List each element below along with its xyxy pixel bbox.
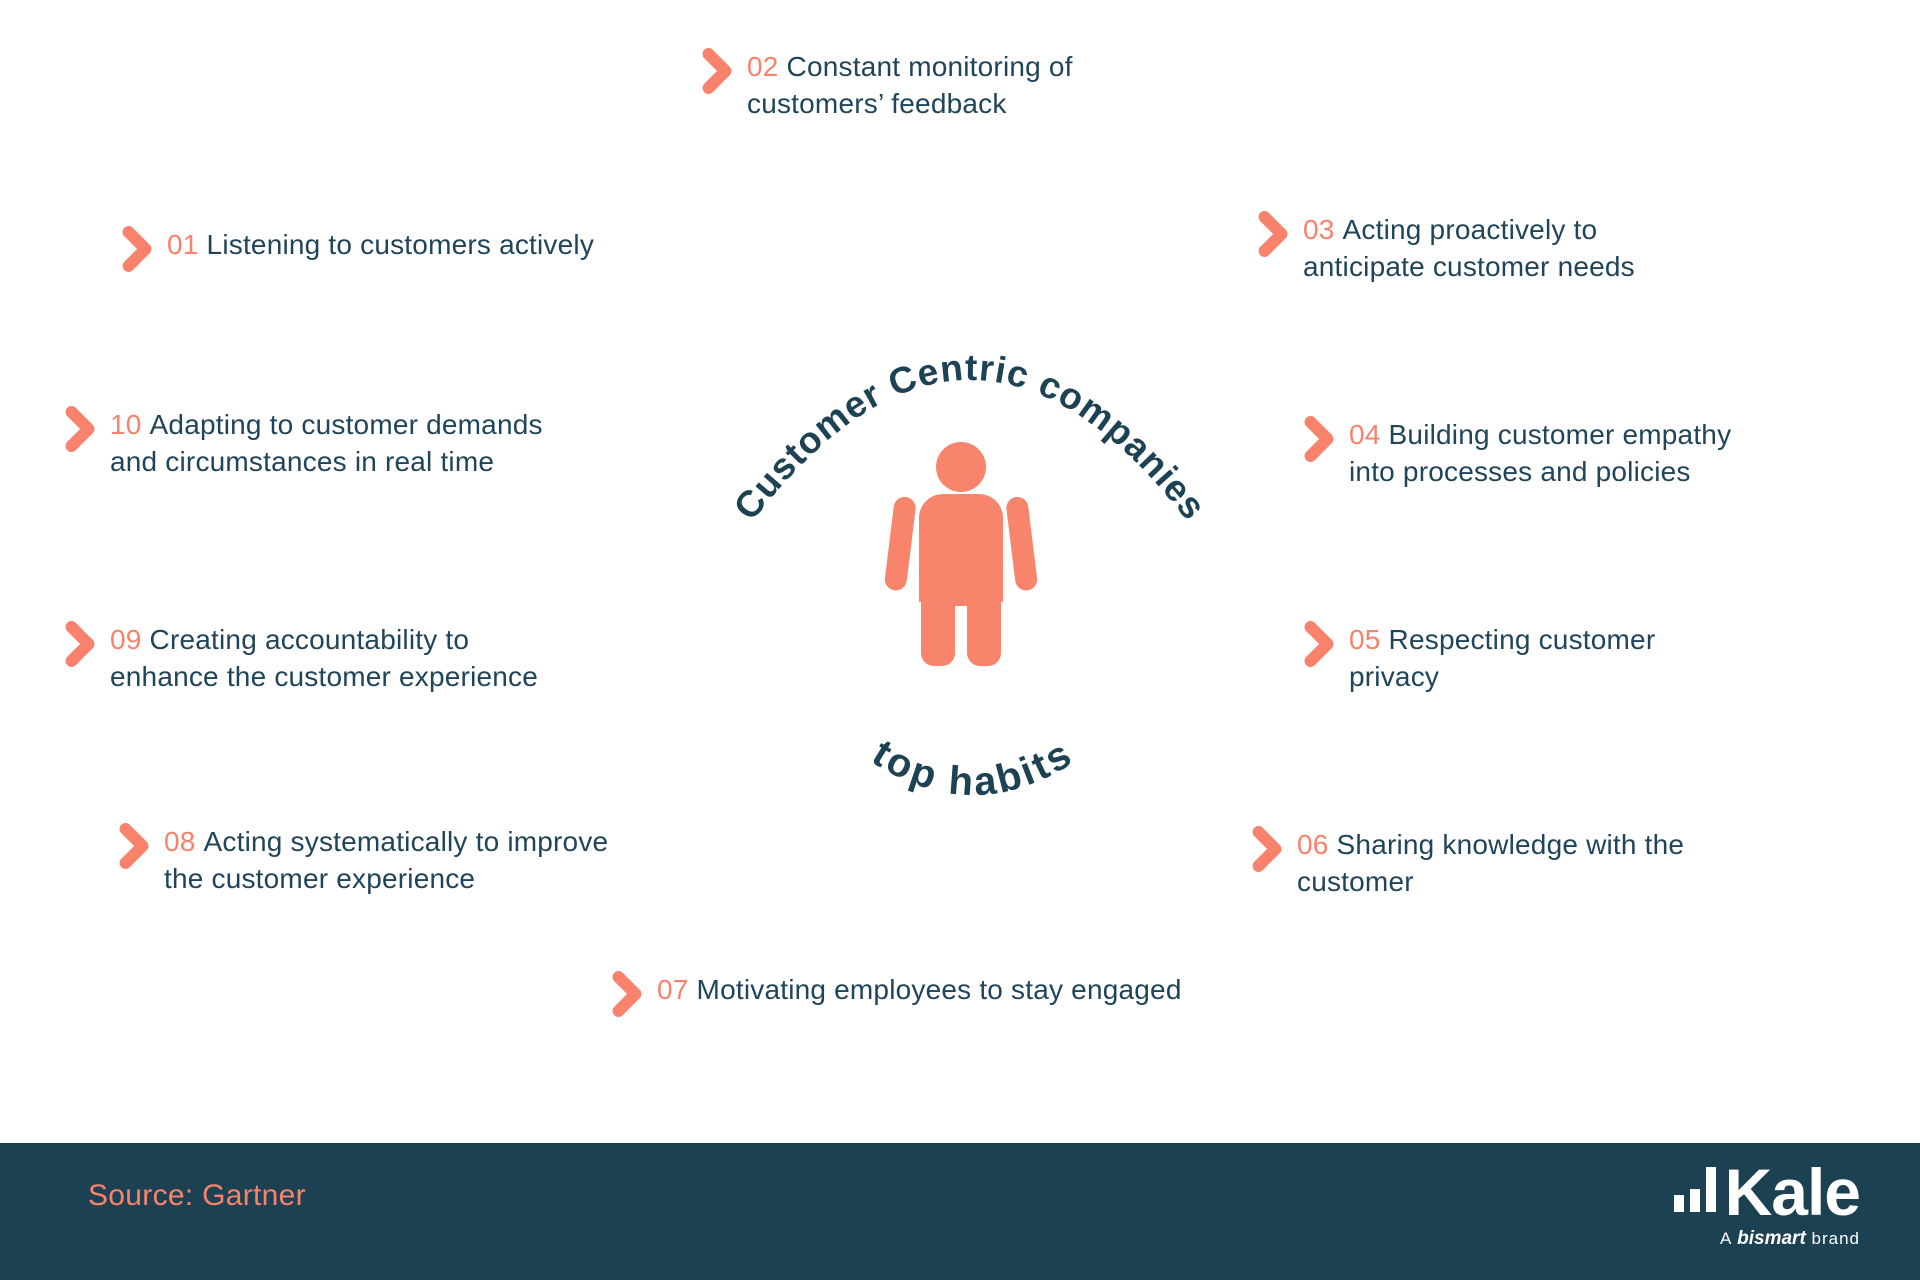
habit-number: 07 xyxy=(657,974,689,1005)
bar-chart-icon xyxy=(1673,1167,1716,1212)
chevron-right-icon xyxy=(122,226,152,272)
chevron-right-icon xyxy=(1304,416,1334,462)
habit-number: 05 xyxy=(1349,624,1381,655)
habit-text: Listening to customers actively xyxy=(206,229,595,260)
habit-number: 10 xyxy=(110,409,142,440)
kale-logo: Kale A bismart brand xyxy=(1673,1155,1861,1250)
habit-text: Motivating employees to stay engaged xyxy=(696,974,1182,1005)
chevron-right-icon xyxy=(119,823,149,869)
habit-number: 06 xyxy=(1297,829,1329,860)
tagline-suffix: brand xyxy=(1811,1229,1860,1248)
logo-wordmark: Kale xyxy=(1724,1155,1861,1229)
habit-text: Constant monitoring of customers’ feedba… xyxy=(747,51,1073,119)
habit-number: 09 xyxy=(110,624,142,655)
chevron-right-icon xyxy=(1304,621,1334,667)
habit-number: 02 xyxy=(747,51,779,82)
chevron-right-icon xyxy=(1252,826,1282,872)
habit-text: Creating accountability to enhance the c… xyxy=(110,624,539,692)
person-icon xyxy=(884,442,1038,666)
logo-tagline: A bismart brand xyxy=(1674,1228,1860,1250)
habit-number: 01 xyxy=(167,229,199,260)
habit-text: Sharing knowledge with the customer xyxy=(1297,829,1685,897)
tagline-brand: bismart xyxy=(1737,1228,1806,1249)
habit-text: Acting systematically to improve the cus… xyxy=(164,826,609,894)
chevron-right-icon xyxy=(65,621,95,667)
habit-number: 03 xyxy=(1303,214,1335,245)
habit-text: Acting proactively to anticipate custome… xyxy=(1303,214,1635,282)
footer: Source: Gartner Kale A bismart brand xyxy=(0,1143,1920,1280)
habit-text: Respecting customer privacy xyxy=(1349,624,1656,692)
chevron-right-icon xyxy=(702,48,732,94)
center-graphic: Customer Centric companies top habits xyxy=(726,347,1214,805)
chevron-right-icon xyxy=(1258,211,1288,257)
habit-number: 04 xyxy=(1349,419,1381,450)
habit-number: 08 xyxy=(164,826,196,857)
tagline-prefix: A xyxy=(1720,1229,1732,1248)
source-credit: Source: Gartner xyxy=(88,1179,306,1212)
svg-text:top habits: top habits xyxy=(865,731,1081,805)
habit-text: Building customer empathy into processes… xyxy=(1349,419,1732,487)
chevron-right-icon xyxy=(65,406,95,452)
habit-text: Adapting to customer demands and circums… xyxy=(110,409,543,477)
arc-subtitle: top habits xyxy=(865,731,1078,805)
chevron-right-icon xyxy=(612,971,642,1017)
